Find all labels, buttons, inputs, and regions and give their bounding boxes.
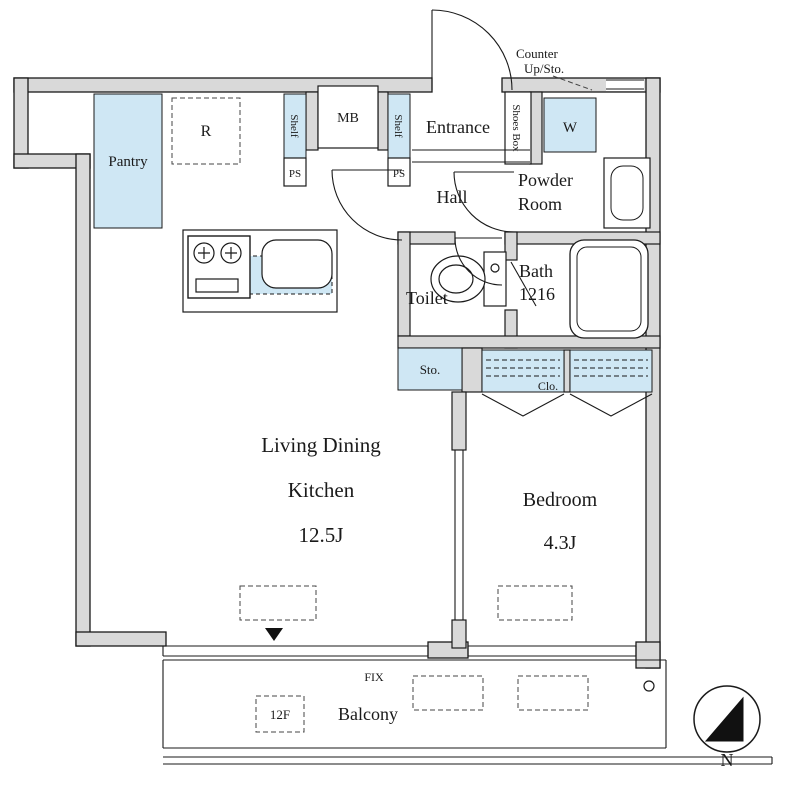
powder-room-label-1: Powder <box>518 170 573 190</box>
shoes-box-label: Shoes Box <box>510 104 522 152</box>
ldk-door-arc <box>331 169 403 241</box>
meter-box <box>317 85 379 149</box>
toilet-door-arc <box>454 237 503 286</box>
top-wall-window <box>606 79 644 91</box>
closet-shelf-lines <box>486 359 648 377</box>
balcony-door-marker <box>265 628 283 641</box>
floor-level-label: 12F <box>270 707 290 722</box>
ldk-label-1: Living Dining <box>261 433 381 457</box>
ps-left-label: PS <box>289 168 301 180</box>
ps-right-box <box>387 157 411 187</box>
hall-label: Hall <box>437 187 468 207</box>
compass-north-label: N <box>721 750 734 770</box>
shelf-left-label: Shelf <box>288 114 300 138</box>
bedroom-equipment-outline <box>497 585 573 621</box>
balcony-label: Balcony <box>338 704 398 724</box>
fix-window-label: FIX <box>364 670 384 684</box>
room-labels: Pantry R Shelf PS MB Shelf PS Entrance S… <box>108 104 597 724</box>
compass-needle <box>704 696 744 742</box>
ps-right-label: PS <box>393 168 405 180</box>
fridge-space <box>171 97 241 165</box>
ldk-equipment-outline <box>239 585 317 621</box>
vanity <box>603 157 651 229</box>
storage-label: Sto. <box>420 362 441 377</box>
ldk-label-2: Kitchen <box>288 478 355 502</box>
bathtub <box>569 239 649 339</box>
powder-room-label-2: Room <box>518 194 562 214</box>
closet-label: Clo. <box>538 379 558 393</box>
pantry-area <box>93 93 163 229</box>
entrance-step-lines <box>412 149 530 163</box>
annotation-labels: Counter Up/Sto. FIX 12F <box>270 46 564 722</box>
toilet-label: Toilet <box>406 288 448 308</box>
closet-area-left <box>481 349 565 393</box>
shoes-box <box>504 91 532 165</box>
compass: N <box>693 685 761 770</box>
balcony-equipment-outline-2 <box>517 675 589 711</box>
bath-label-1: Bath <box>519 261 553 281</box>
bedroom-size-label: 4.3J <box>544 532 577 554</box>
balcony-drain <box>643 680 655 692</box>
counter-label-1: Counter <box>516 46 559 61</box>
shelf-right-label: Shelf <box>392 114 404 138</box>
washer-area <box>543 97 597 153</box>
kitchen-sink <box>261 239 333 289</box>
meter-box-label: MB <box>337 111 359 126</box>
fridge-label: R <box>201 123 212 140</box>
structure-lines <box>162 149 773 765</box>
floor-level-box <box>255 695 305 733</box>
ldk-window <box>162 645 429 657</box>
stove <box>187 235 251 299</box>
highlight-areas <box>93 93 653 393</box>
entrance-label: Entrance <box>426 117 490 137</box>
doors <box>331 9 515 286</box>
balcony-equipment-outline-1 <box>412 675 484 711</box>
ldk-size-label: 12.5J <box>299 523 344 547</box>
balcony-slab-lines <box>163 756 773 765</box>
pantry-label: Pantry <box>108 154 148 170</box>
closet-bifold-doors <box>481 393 653 417</box>
balcony-outline <box>162 659 667 749</box>
kitchen-counter <box>182 229 338 313</box>
washer-label: W <box>563 120 578 136</box>
bath-door-leaf <box>510 261 537 307</box>
closet-area-right <box>569 349 653 393</box>
bedroom-label: Bedroom <box>523 489 598 511</box>
ps-left-box <box>283 157 307 187</box>
toilet-fixture <box>430 251 507 307</box>
bedroom-sliding-door <box>454 450 464 620</box>
counter-leader-line <box>552 75 593 91</box>
stove-burners <box>193 242 242 293</box>
entrance-door-arc <box>431 9 513 91</box>
bedroom-window <box>467 645 637 657</box>
bath-label-2: 1216 <box>519 284 555 304</box>
counter-label-2: Up/Sto. <box>524 61 564 76</box>
dashed-equipment <box>239 75 593 733</box>
powder-door-arc <box>453 171 515 233</box>
utility-boxes <box>283 85 532 187</box>
storage-area <box>397 347 463 391</box>
